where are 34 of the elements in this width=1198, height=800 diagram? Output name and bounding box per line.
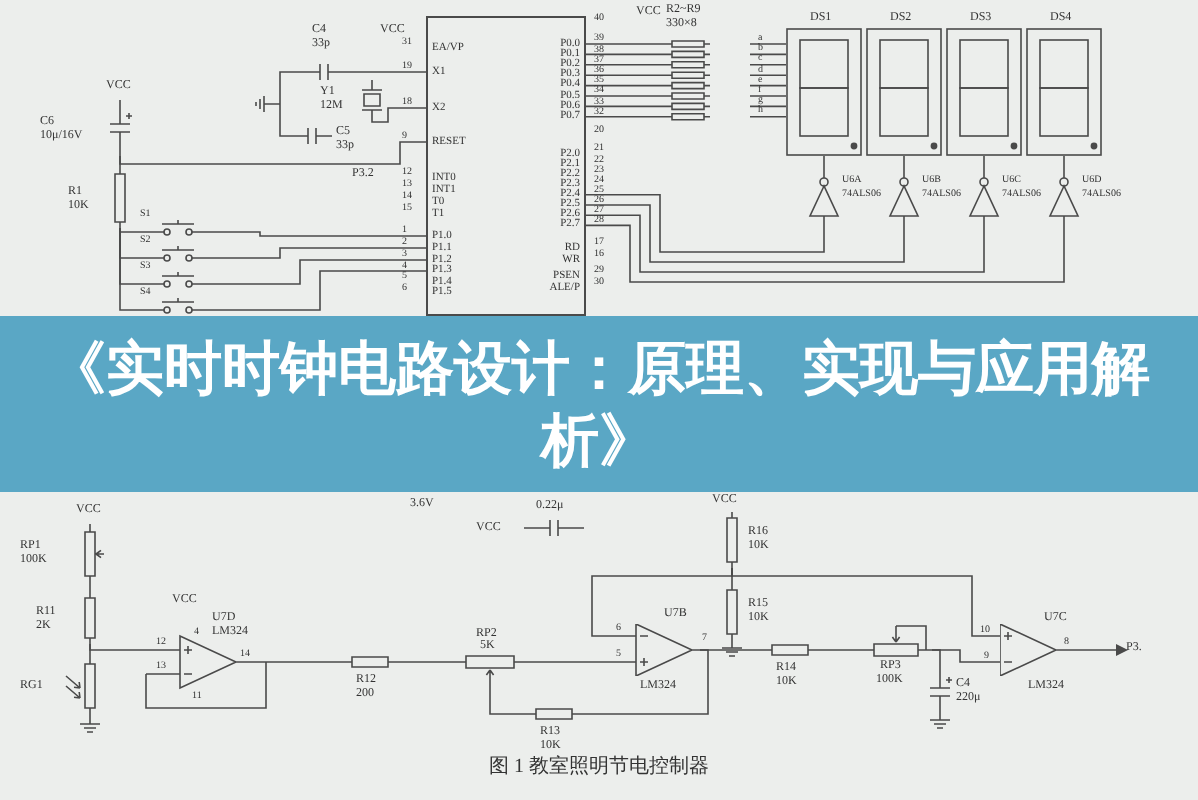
wire xyxy=(489,683,525,715)
wire xyxy=(931,649,1001,663)
figure-caption: 图 1 教室照明节电控制器 xyxy=(487,756,711,780)
wire xyxy=(215,259,427,285)
wire xyxy=(585,214,985,273)
wire xyxy=(585,43,667,118)
wire xyxy=(823,155,825,173)
wire xyxy=(215,231,427,237)
wire xyxy=(583,649,709,715)
wire xyxy=(119,227,141,311)
wire xyxy=(585,204,905,263)
wire xyxy=(271,661,341,663)
wire xyxy=(819,649,861,651)
wire xyxy=(1063,155,1065,173)
wire xyxy=(749,43,787,118)
wire xyxy=(903,155,905,173)
wire xyxy=(119,227,141,233)
wire xyxy=(399,661,453,663)
wire xyxy=(585,224,1065,283)
wire xyxy=(89,583,91,593)
wire xyxy=(731,567,1001,637)
wire xyxy=(585,194,825,253)
wire xyxy=(699,649,761,651)
wire xyxy=(215,247,427,259)
wire xyxy=(983,155,985,173)
wire xyxy=(371,107,427,123)
wire xyxy=(527,661,633,663)
banner-title: 《实时时钟电路设计：原理、实现与应用解析》 xyxy=(48,332,1150,476)
wire xyxy=(1091,644,1128,656)
wire xyxy=(119,141,427,165)
wire xyxy=(215,270,427,311)
wire xyxy=(89,643,141,651)
wire xyxy=(355,71,427,73)
wire xyxy=(279,71,293,137)
